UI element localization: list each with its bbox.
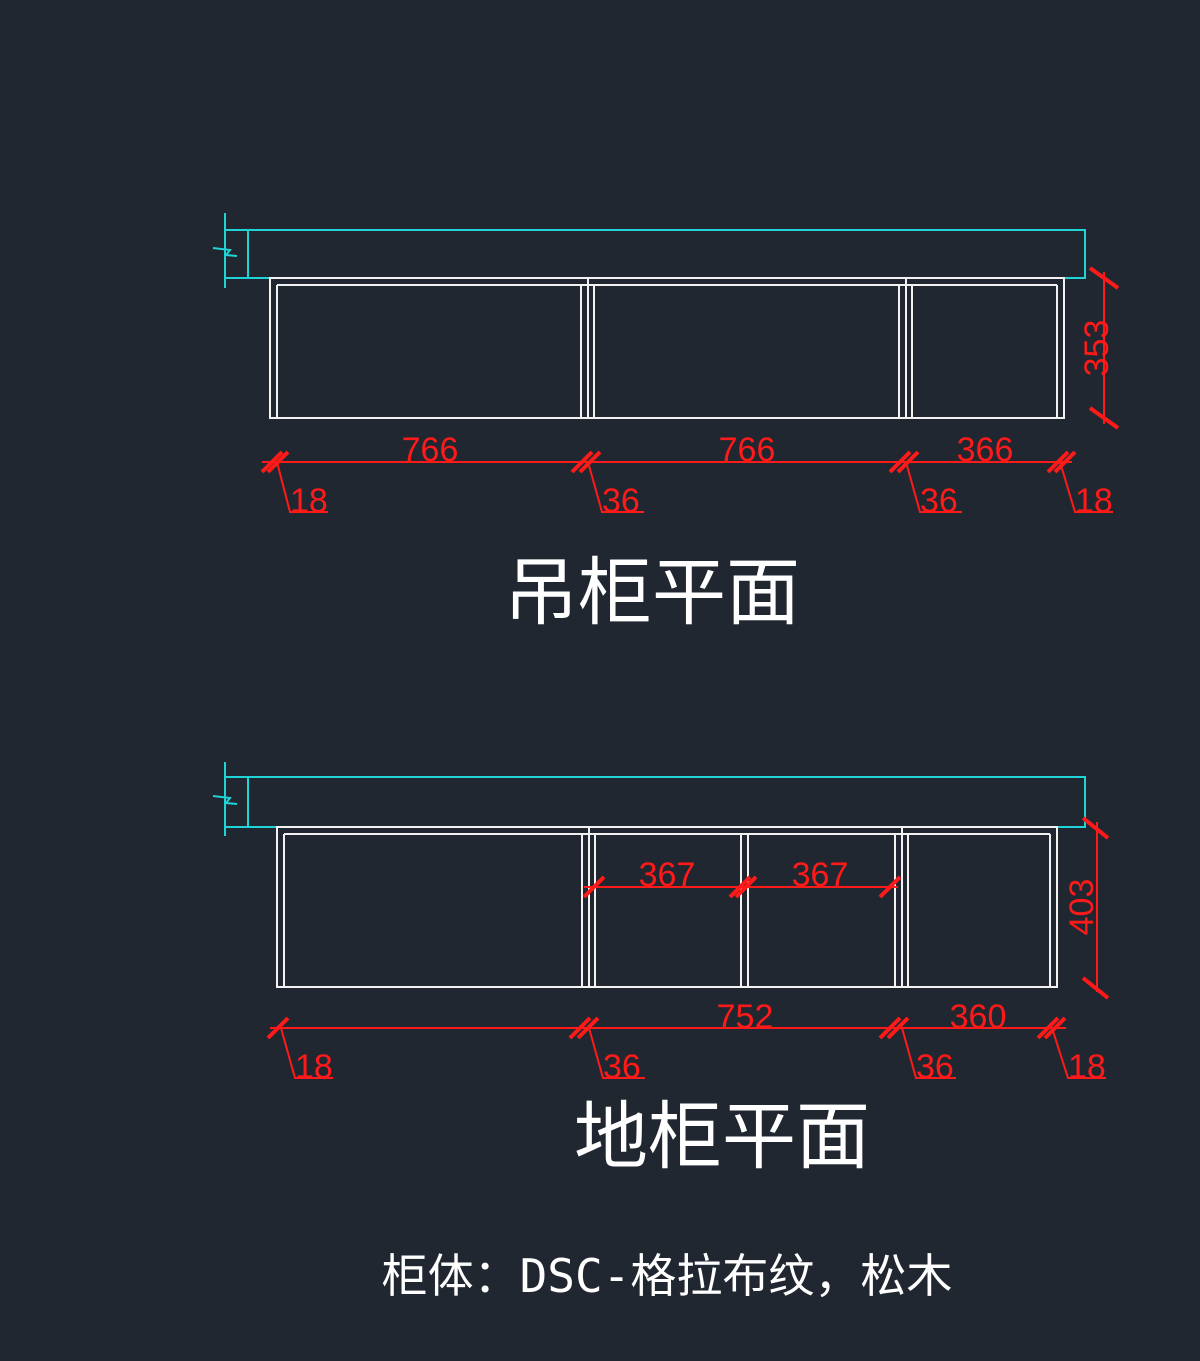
dimension-lines xyxy=(266,816,1110,1079)
dimension-lines xyxy=(260,266,1120,513)
dim-width-1: 766 xyxy=(402,431,459,469)
floor-cabinet-title: 地柜平面 xyxy=(574,1094,870,1180)
dim-mid-1: 36 xyxy=(602,482,640,520)
dim-side-left: 18 xyxy=(295,1048,333,1086)
dim-width-3: 360 xyxy=(950,998,1007,1036)
wall-outline xyxy=(212,762,1086,836)
dim-mid-2: 36 xyxy=(916,1048,954,1086)
dim-width-2: 766 xyxy=(719,431,776,469)
dim-width-3: 366 xyxy=(957,431,1014,469)
dim-side-left: 18 xyxy=(290,482,328,520)
cabinet-outline xyxy=(276,826,1058,988)
dim-mid-2: 36 xyxy=(920,482,958,520)
dim-inner-1: 367 xyxy=(639,856,696,894)
wall-outline xyxy=(212,213,1086,288)
floor-cabinet-plan: 367 367 752 360 18 36 36 18 403 地柜平面 xyxy=(212,762,1110,1180)
wall-cabinet-plan: 766 766 366 18 36 36 18 353 吊柜平面 xyxy=(212,213,1120,636)
material-note: 柜体：DSC-格拉布纹，松木 xyxy=(382,1249,953,1303)
dim-depth: 403 xyxy=(1063,879,1101,936)
dim-side-right: 18 xyxy=(1075,482,1113,520)
break-line-icon xyxy=(212,247,238,257)
break-line-icon xyxy=(212,795,238,805)
cabinet-outline xyxy=(269,277,1065,419)
wall-cabinet-title: 吊柜平面 xyxy=(504,550,800,636)
dim-inner-2: 367 xyxy=(792,856,849,894)
dim-mid-1: 36 xyxy=(603,1048,641,1086)
dim-width-2: 752 xyxy=(717,998,774,1036)
dim-side-right: 18 xyxy=(1068,1048,1106,1086)
dim-depth: 353 xyxy=(1078,320,1116,377)
